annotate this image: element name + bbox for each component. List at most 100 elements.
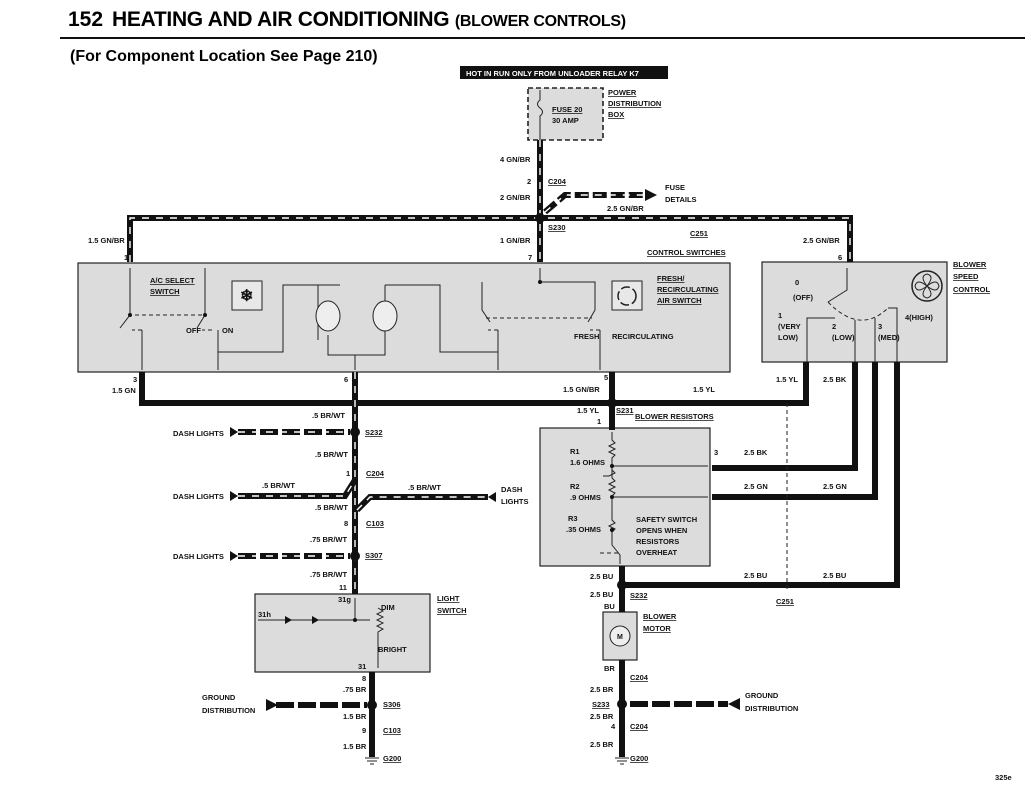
wire-gn <box>712 362 878 500</box>
switch-position-label: OFF <box>186 326 201 335</box>
title-text: HEATING AND AIR CONDITIONING <box>112 8 450 31</box>
wire-label: 1.5 YL <box>693 385 715 394</box>
pin-label: 2 <box>527 177 531 186</box>
speed-position: 3 <box>878 322 882 331</box>
power-box-label: BOX <box>608 110 624 119</box>
wire-label: 2.5 BU <box>744 571 767 580</box>
fresh-recirc-label: AIR SWITCH <box>657 296 702 305</box>
pin-label: 7 <box>528 253 532 262</box>
wire-bu <box>622 362 900 588</box>
pin-label: 1 <box>124 253 128 262</box>
speed-position: 2 <box>832 322 836 331</box>
wire-label: 1.5 YL <box>577 406 599 415</box>
blower-motor-label: MOTOR <box>643 624 671 633</box>
splice-label: S307 <box>365 551 383 560</box>
wire-label: 1.5 BR <box>343 712 367 721</box>
ac-switch-label: A/C SELECT <box>150 276 195 285</box>
arrow-icon <box>230 427 238 437</box>
fuse-details-label: DETAILS <box>665 195 697 204</box>
fuse-icon <box>537 90 543 140</box>
wire-label: 1.5 GN/BR <box>88 236 125 245</box>
bright-label: BRIGHT <box>378 645 407 654</box>
wire-label: 1.5 YL <box>776 375 798 384</box>
recirculate-arrows-icon <box>617 286 637 306</box>
speed-position: 1 <box>778 311 782 320</box>
resistor-label: R2 <box>570 482 580 491</box>
wire-label: 2.5 BR <box>590 740 614 749</box>
pin-label: 1 <box>346 469 350 478</box>
page-title: HEATING AND AIR CONDITIONING (BLOWER CON… <box>112 8 626 32</box>
motor-symbol: M <box>617 634 623 641</box>
ac-switch-label: SWITCH <box>150 287 180 296</box>
speed-position: (MED) <box>878 333 900 342</box>
speed-control-internals <box>806 268 943 362</box>
dash-lights-label: DASH <box>501 485 522 494</box>
wire-yl-speed <box>790 362 809 406</box>
page-number: 152 <box>68 8 104 31</box>
fuse-details-label: FUSE <box>665 183 685 192</box>
ground-distribution-label: DISTRIBUTION <box>202 706 255 715</box>
wire-label: .75 BR/WT <box>310 570 348 579</box>
connector-label: C204 <box>630 673 649 682</box>
wire-dash-lights-3 <box>354 494 488 513</box>
fan-icon <box>911 270 943 302</box>
splice-s230 <box>535 213 545 223</box>
fuse-label: FUSE 20 <box>552 105 582 114</box>
wire-bk <box>712 362 858 471</box>
arrow-icon <box>266 699 278 711</box>
connector-label: C103 <box>383 726 401 735</box>
wire-label: .5 BR/WT <box>315 450 348 459</box>
wire-dash-lights-2 <box>238 478 358 499</box>
splice-label: S230 <box>548 223 566 232</box>
wire-label: .5 BR/WT <box>408 483 441 492</box>
connector-label: C251 <box>690 229 708 238</box>
pin-label: 11 <box>339 583 347 592</box>
splice-label: S232 <box>365 428 383 437</box>
blower-resistors-title: BLOWER RESISTORS <box>635 412 714 421</box>
ground-label: G200 <box>630 754 648 763</box>
wire-label: .5 BR/WT <box>315 503 348 512</box>
wire-label: .75 BR/WT <box>310 535 348 544</box>
speed-position: LOW) <box>778 333 798 342</box>
safety-note: SAFETY SWITCH <box>636 515 697 524</box>
connector-label: C204 <box>630 722 649 731</box>
light-switch-internals <box>258 598 385 668</box>
wire-label: 2 GN/BR <box>500 193 531 202</box>
wire-fuse-details <box>543 192 645 215</box>
wire-label: 2.5 BU <box>590 572 613 581</box>
arrow-icon <box>728 698 740 710</box>
pin-label: 3 <box>714 448 718 457</box>
resistor-label: R1 <box>570 447 580 456</box>
speed-control-label: SPEED <box>953 272 979 281</box>
fresh-recirc-label: RECIRCULATING <box>657 285 719 294</box>
fresh-recirc-label: FRESH/ <box>657 274 685 283</box>
ground-icon <box>365 757 629 765</box>
control-switch-internals: ❄ <box>119 268 643 370</box>
resistor-value: 1.6 OHMS <box>570 458 605 467</box>
splice-s233 <box>617 699 627 709</box>
component-location-note: (For Component Location See Page 210) <box>70 48 378 65</box>
splice-s231 <box>607 398 617 408</box>
splice-s306 <box>367 700 377 710</box>
resistor-internals <box>600 432 708 564</box>
indicator-lamp-icon <box>315 300 341 332</box>
wire-label: BR <box>604 664 615 673</box>
wire-label: 2.5 BU <box>823 571 846 580</box>
splice-s307 <box>350 551 360 561</box>
safety-note: OVERHEAT <box>636 548 678 557</box>
wire-stripe <box>129 217 851 262</box>
speed-position: 0 <box>795 278 799 287</box>
wire-label: 4 GN/BR <box>500 155 531 164</box>
pin-label: 5 <box>604 373 608 382</box>
pin-label: 6 <box>344 375 348 384</box>
light-switch-label: SWITCH <box>437 606 467 615</box>
snowflake-glyph: ❄ <box>240 288 253 305</box>
snowflake-icon <box>231 280 263 311</box>
splices <box>350 213 627 710</box>
pin-label: 8 <box>344 519 348 528</box>
power-banner-text: HOT IN RUN ONLY FROM UNLOADER RELAY K7 <box>466 69 639 78</box>
dash-lights-label: DASH LIGHTS <box>173 552 224 561</box>
arrow-icon <box>230 551 238 561</box>
pin-label: 9 <box>362 726 366 735</box>
